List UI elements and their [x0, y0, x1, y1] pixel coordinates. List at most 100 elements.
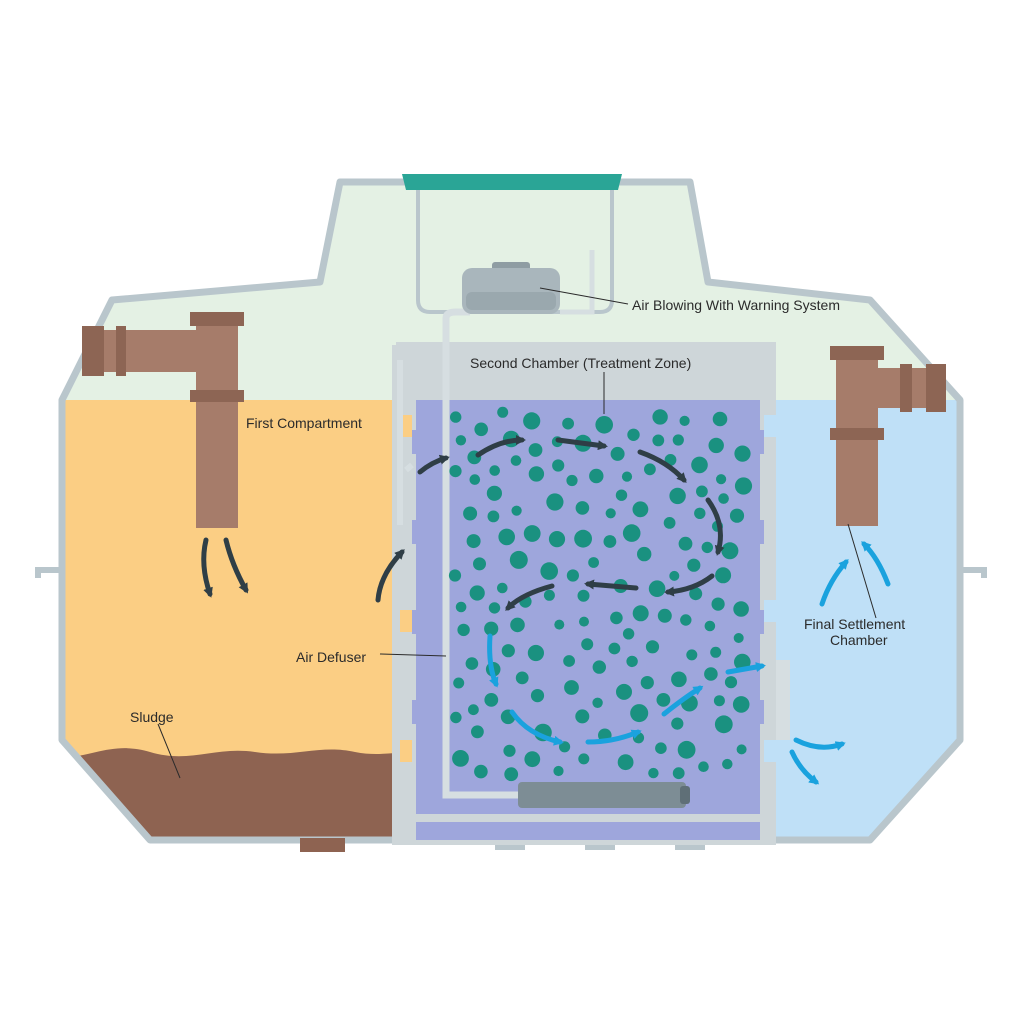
- vent-pipe: [560, 250, 595, 315]
- air-bubble: [708, 437, 724, 454]
- air-bubble: [671, 717, 684, 730]
- air-bubble: [503, 744, 516, 757]
- air-bubble: [626, 655, 638, 668]
- air-bubble: [589, 468, 604, 484]
- air-bubble: [595, 416, 613, 434]
- air-bubble: [473, 557, 486, 571]
- right-tab: [960, 567, 987, 578]
- airlift-outlet: [404, 462, 414, 473]
- air-bubble: [546, 493, 564, 511]
- air-bubble: [523, 412, 541, 430]
- leader-air-blowing: [539, 287, 629, 305]
- circulation-arrow: [664, 573, 715, 597]
- air-bubble: [463, 506, 478, 521]
- clear-water-arrow: [661, 685, 704, 717]
- air-bubble: [504, 767, 519, 782]
- air-bubble: [732, 696, 750, 713]
- air-bubble: [515, 671, 529, 685]
- air-bubble: [498, 528, 515, 546]
- air-bubble: [679, 415, 690, 426]
- air-bubble: [710, 646, 722, 658]
- air-bubble: [469, 585, 485, 601]
- clear-water-arrow: [487, 633, 499, 688]
- air-bubble: [448, 569, 462, 582]
- air-bubble: [566, 569, 580, 582]
- air-bubble: [680, 614, 692, 626]
- air-bubble: [632, 501, 649, 518]
- air-bubble: [630, 704, 649, 723]
- air-bubble: [622, 524, 641, 542]
- outflow-arrow: [789, 749, 820, 785]
- clear-water-arrow: [585, 729, 642, 745]
- air-bubble: [564, 680, 579, 695]
- leader-air-defuser: [379, 653, 447, 657]
- label-air-defuser: Air Defuser: [296, 649, 366, 665]
- air-bubble: [592, 697, 603, 708]
- air-bubble: [575, 501, 590, 515]
- air-bubble: [540, 562, 558, 580]
- air-bubble: [686, 649, 698, 661]
- air-bubble: [645, 640, 660, 654]
- air-bubble: [701, 541, 713, 554]
- air-bubble: [474, 422, 489, 437]
- air-bubble: [711, 597, 725, 611]
- air-bubble: [588, 557, 599, 568]
- air-bubble: [510, 617, 525, 633]
- air-bubble: [715, 567, 732, 584]
- air-supply-pipe: [442, 318, 520, 799]
- air-bubble: [698, 761, 709, 772]
- air-bubble: [574, 529, 592, 548]
- air-bubble: [511, 505, 522, 516]
- air-bubble: [575, 709, 590, 724]
- air-bubble: [524, 751, 541, 768]
- circulation-arrow: [555, 437, 608, 451]
- air-bubble: [523, 525, 541, 542]
- flow-arrows-dark: [201, 435, 725, 611]
- aeration-bubbles: [448, 406, 753, 782]
- air-bubble: [656, 693, 671, 707]
- air-bubble: [453, 677, 465, 689]
- air-bubble: [644, 463, 656, 476]
- air-bubble: [655, 742, 667, 754]
- air-bubble: [669, 570, 680, 581]
- air-bubble: [610, 446, 625, 461]
- air-bubble: [548, 531, 566, 548]
- air-bubble: [603, 535, 617, 548]
- air-bubble: [689, 587, 703, 601]
- air-bubble: [484, 621, 499, 636]
- air-bubble: [484, 693, 499, 707]
- air-bubble: [714, 715, 733, 734]
- settlement-arrow: [861, 541, 891, 587]
- circulation-arrow: [505, 583, 555, 611]
- air-bubble: [729, 508, 745, 523]
- blower-base: [466, 292, 556, 310]
- air-bubble: [450, 411, 462, 423]
- air-bubble: [466, 534, 481, 549]
- air-bubble: [497, 582, 508, 594]
- air-bubble: [632, 605, 649, 622]
- air-bubble: [678, 536, 693, 551]
- air-bubble: [696, 485, 708, 498]
- settlement-arrow: [819, 559, 849, 607]
- tank-foot: [300, 838, 345, 852]
- air-bubble: [562, 417, 574, 430]
- inflow-arrow: [223, 537, 249, 594]
- air-bubble: [691, 456, 708, 474]
- circulation-arrow: [475, 435, 526, 458]
- flow-arrows-blue: [487, 541, 891, 785]
- air-bubble: [471, 725, 484, 739]
- air-bubble: [465, 657, 479, 670]
- air-bubble: [704, 667, 718, 681]
- air-bubble: [553, 765, 564, 777]
- air-bubble: [621, 471, 633, 482]
- air-bubble: [566, 474, 578, 487]
- air-bubble: [530, 689, 545, 703]
- air-bubble: [724, 676, 738, 689]
- air-bubble: [487, 510, 500, 523]
- air-bubble: [528, 443, 543, 457]
- air-bubble: [592, 660, 606, 674]
- air-bubble: [652, 409, 668, 425]
- air-bubble: [578, 753, 590, 765]
- air-bubble: [488, 602, 501, 614]
